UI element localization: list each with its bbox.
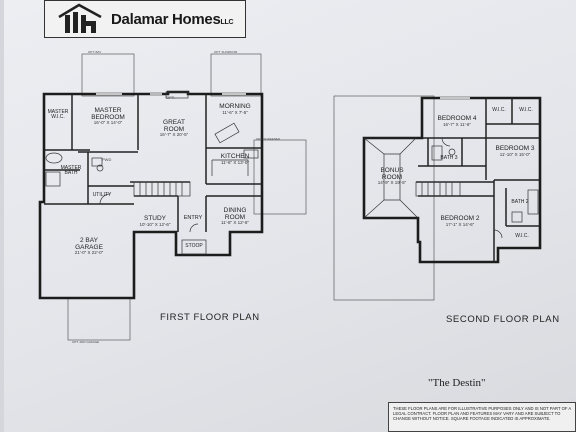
study-dim: 10'-10" X 12'-6": [139, 221, 171, 227]
opt-name: OPT.: [166, 95, 175, 100]
morning-dim: 11'-6" X 7'-5": [222, 109, 248, 115]
wic-a-name: W.I.C.: [492, 107, 506, 113]
opt-sunroom-outline: [210, 53, 262, 97]
opt-garage-text: OPT. 2ND GARAGE: [72, 340, 100, 344]
great-room-dim: 16'-7" X 20'-5": [159, 132, 189, 137]
room-label-kitchen: KITCHEN 11'-6" X 13'-0": [212, 153, 258, 165]
second-floor-title: SECOND FLOOR PLAN: [446, 314, 560, 325]
room-label-utility: UTILITY: [90, 193, 114, 198]
entry-name: ENTRY: [183, 215, 203, 221]
morning-name: MORNING: [219, 103, 251, 110]
bath-3-name: BATH 3: [440, 155, 458, 161]
master-bedroom-dim: 16'-0" X 14'-0": [93, 120, 123, 125]
annotation-opt-screened: OPT. SCREENED: [256, 138, 280, 141]
master-bedroom-name: MASTER BEDROOM: [91, 107, 125, 121]
kitchen-name: KITCHEN: [220, 153, 250, 160]
plan-name: "The Destin": [428, 377, 486, 389]
kitchen-dim: 11'-6" X 13'-0": [220, 159, 250, 165]
room-label-bedroom-4: BEDROOM 4 16'-7" X 11'-6": [430, 115, 484, 127]
opt-garage-outline: [67, 297, 131, 341]
master-bath-name: MASTER BATH: [60, 165, 82, 176]
opt-sunroom-text: OPT. SUNROOM: [214, 50, 238, 54]
room-label-bath-2: BATH 2: [508, 200, 532, 205]
room-label-bonus-room: BONUS ROOM 14'-9" X 19'-5": [372, 167, 412, 186]
room-label-bedroom-2: BEDROOM 2 17'-1" X 14'-6": [430, 215, 490, 227]
wic-c-name: W.I.C.: [515, 233, 529, 239]
bedroom-3-name: BEDROOM 3: [495, 145, 535, 152]
disclaimer-box: THESE FLOOR PLANS ARE FOR ILLUSTRATIVE P…: [388, 402, 576, 432]
master-wic-name: MASTER W.I.C.: [47, 109, 69, 120]
bedroom-4-dim: 16'-7" X 11'-6": [442, 121, 472, 127]
room-label-great-room: GREAT ROOM 16'-7" X 20'-5": [146, 119, 202, 138]
bonus-room-name: BONUS ROOM: [380, 167, 404, 181]
annotation-opt-sunroom: OPT. SUNROOM: [214, 51, 237, 54]
room-label-opt: OPT.: [166, 96, 175, 100]
wic-b-name: W.I.C.: [519, 107, 533, 113]
bonus-room-dim: 14'-9" X 19'-5": [377, 180, 407, 185]
pwd-name: PWD: [102, 157, 112, 162]
opt-porch-left-outline: [81, 53, 135, 97]
annotation-opt-garage: OPT. 2ND GARAGE: [72, 341, 99, 344]
stoop-name: STOOP: [185, 243, 203, 249]
room-label-bedroom-3: BEDROOM 3 11'-10" X 15'-0": [490, 145, 540, 157]
open-below-outline: [333, 95, 435, 301]
disclaimer-text: THESE FLOOR PLANS ARE FOR ILLUSTRATIVE P…: [393, 406, 571, 421]
garage-dim: 21'-0" X 22'-0": [74, 250, 104, 255]
bath-2-name: BATH 2: [511, 199, 529, 205]
brand-name-text: Dalamar Homes: [111, 11, 221, 28]
room-label-garage: 2 BAY GARAGE 21'-0" X 22'-0": [58, 237, 120, 256]
utility-name: UTILITY: [92, 192, 112, 198]
plan-sheet: [4, 0, 576, 432]
house-logo-icon: [58, 3, 102, 33]
bedroom-4-name: BEDROOM 4: [437, 115, 477, 122]
opt-bay-text: OPT. BAY: [88, 50, 102, 54]
room-label-wic-c: W.I.C.: [508, 234, 536, 239]
dining-room-name: DINING ROOM: [223, 207, 247, 221]
room-label-master-wic: MASTER W.I.C.: [46, 110, 70, 120]
room-label-dining-room: DINING ROOM 11'-8" X 12'-6": [210, 207, 260, 226]
room-label-study: STUDY 10'-10" X 12'-6": [132, 215, 178, 227]
bedroom-2-dim: 17'-1" X 14'-6": [445, 221, 475, 227]
room-label-master-bedroom: MASTER BEDROOM 16'-0" X 14'-0": [84, 107, 132, 126]
opt-screened-outline: [253, 139, 307, 215]
brand-suffix: LLC: [220, 19, 234, 26]
room-label-morning: MORNING 11'-6" X 7'-5": [212, 103, 258, 115]
bedroom-3-dim: 11'-10" X 15'-0": [499, 151, 531, 157]
garage-name: 2 BAY GARAGE: [75, 237, 103, 251]
study-name: STUDY: [143, 215, 167, 222]
room-label-wic-b: W.I.C.: [514, 108, 538, 113]
bedroom-2-name: BEDROOM 2: [440, 215, 480, 222]
annotation-opt-bay: OPT. BAY: [88, 51, 101, 54]
room-label-pwd: PWD: [102, 158, 111, 162]
brand-logo: Dalamar HomesLLC: [44, 0, 246, 38]
room-label-entry: ENTRY: [180, 215, 206, 222]
great-room-name: GREAT ROOM: [163, 119, 185, 133]
room-label-master-bath: MASTER BATH: [58, 166, 84, 176]
brand-name: Dalamar HomesLLC: [111, 11, 234, 28]
opt-screened-text: OPT. SCREENED: [256, 137, 281, 141]
dining-room-dim: 11'-8" X 12'-6": [220, 220, 250, 225]
room-label-wic-a: W.I.C.: [488, 108, 510, 113]
room-label-bath-3: BATH 3: [436, 156, 462, 161]
room-label-stoop: STOOP: [180, 244, 208, 249]
first-floor-title: FIRST FLOOR PLAN: [160, 312, 260, 323]
